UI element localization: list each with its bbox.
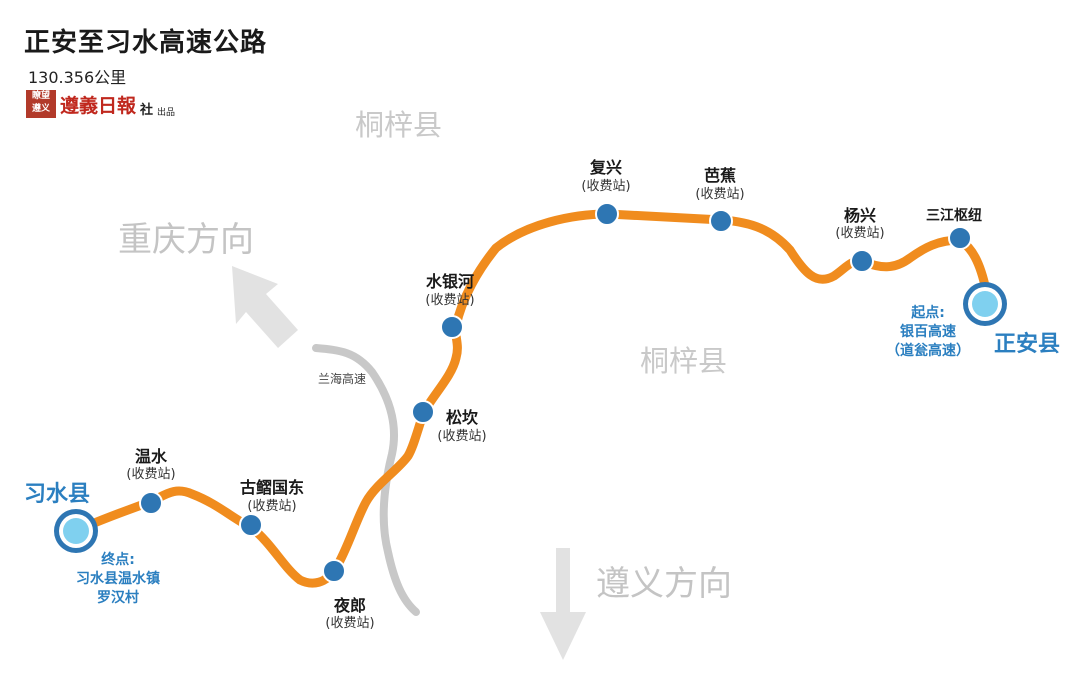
endpoint-xishui-line2: 罗汉村 [97,590,139,606]
station-name-shuiyinhe: 水银河 [425,272,475,291]
station-dot-sanjiang [948,226,972,250]
station-name-fuxing: 复兴 [589,158,623,177]
arrow-down-icon [540,548,586,660]
county-label-zhengan: 正安县 [994,332,1061,357]
lanhai-highway-line [312,344,420,616]
station-sub-wenshui: (收费站) [126,467,176,482]
endpoint-zhengan-line2: （道瓮高速） [886,343,970,359]
station-dot-yangxing [850,249,874,273]
map-title: 正安至习水高速公路 [24,28,268,58]
route-length: 130.356公里 [28,68,127,87]
arrow-up-left-icon [232,266,298,348]
endpoint-zhengan-line1: 银百高速 [900,324,956,340]
region-label-top: 桐梓县 [355,108,443,142]
station-sub-yelang: (收费站) [325,616,375,631]
region-label-center: 桐梓县 [640,344,728,378]
station-sub-gudiao: (收费站) [247,499,297,514]
endpoint-xishui-marker [54,509,98,553]
station-dot-shuiyinhe [440,315,464,339]
station-dot-songkan [411,400,435,424]
direction-label-chongqing: 重庆方向 [118,220,254,260]
endpoint-zhengan-label: 起点: [911,305,945,321]
station-dot-bajiao [709,209,733,233]
station-dot-wenshui [139,491,163,515]
station-name-bajiao: 芭蕉 [703,166,737,185]
station-name-yangxing: 杨兴 [843,206,877,225]
station-dot-yelang [322,559,346,583]
county-label-xishui: 习水县 [24,482,91,507]
publisher-logo: 瞭望 遵义 [26,90,56,118]
station-dot-gudiao [239,513,263,537]
endpoint-xishui-label: 终点: [101,552,135,568]
station-name-wenshui: 温水 [134,447,168,466]
station-name-songkan: 松坎 [445,408,479,427]
direction-label-zunyi: 遵义方向 [596,564,732,604]
station-sub-fuxing: (收费站) [581,179,631,194]
station-sub-bajiao: (收费站) [695,187,745,202]
station-markers [139,202,972,583]
station-sub-yangxing: (收费站) [835,226,885,241]
publisher-credit: 瞭望 遵义 遵義日報 社 出品 [26,90,175,118]
endpoint-zhengan-marker [963,282,1007,326]
station-sub-shuiyinhe: (收费站) [425,293,475,308]
station-name-sanjiang: 三江枢纽 [926,208,982,224]
publisher-suffix: 社 [140,103,154,118]
publisher-tag: 出品 [157,108,176,118]
endpoint-xishui-line1: 习水县温水镇 [76,571,160,587]
publisher-name: 遵義日報 [60,95,137,117]
route-line [73,209,991,588]
station-name-gudiao: 古鳛国东 [239,478,305,497]
station-dot-fuxing [595,202,619,226]
station-name-yelang: 夜郎 [333,596,367,615]
highway-label-lanhai: 兰海高速 [318,372,367,386]
station-sub-songkan: (收费站) [437,429,487,444]
